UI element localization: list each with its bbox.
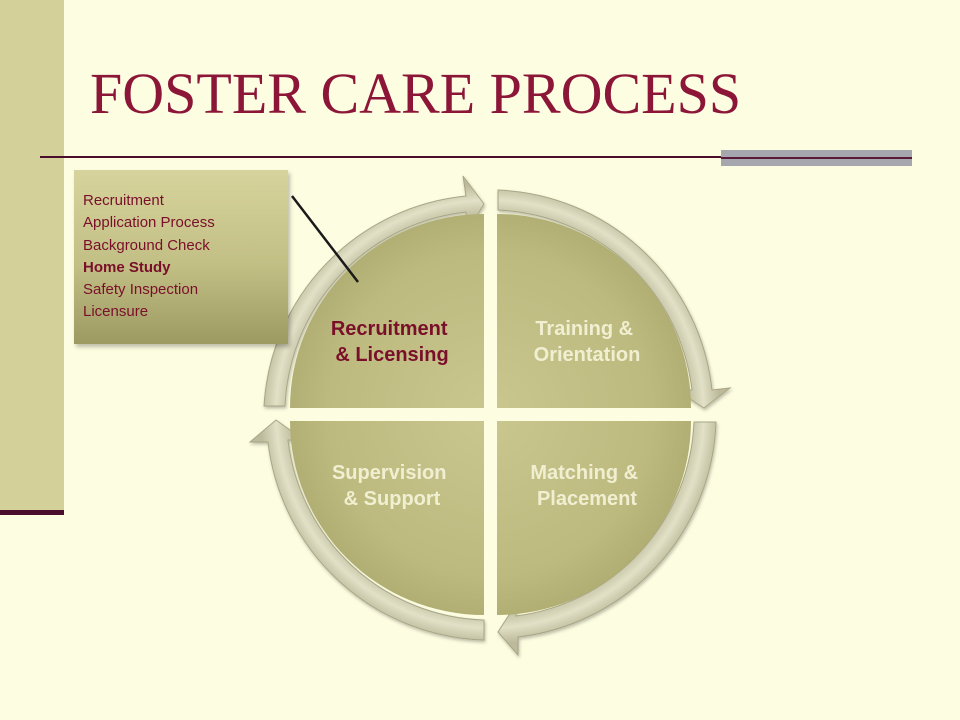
segment-training-orientation: [497, 214, 691, 408]
callout-item: Licensure: [83, 303, 149, 321]
ring-arrow-4: [248, 419, 485, 641]
callout-item: Safety Inspection: [83, 281, 199, 299]
segment-label-3-line-2: Placement: [537, 488, 637, 510]
ring-arrow-3: [497, 421, 717, 657]
segment-label-2-line-2: Orientation: [534, 344, 641, 366]
segment-label-1-line-1: Recruitment: [331, 318, 448, 340]
segment-label-2: Training & Orientation: [534, 318, 641, 366]
segment-recruitment-licensing: [290, 214, 484, 408]
segment-label-4-line-1: Supervision: [332, 462, 446, 484]
callout-item: Background Check: [83, 236, 210, 254]
left-decorative-band: [0, 0, 64, 512]
callout-item: Application Process: [83, 214, 215, 232]
segment-matching-placement: [497, 421, 691, 615]
callout-item-highlighted: Home Study: [83, 258, 171, 276]
ring-arrows: [248, 175, 732, 657]
segment-label-1-line-2: & Licensing: [335, 344, 448, 366]
cycle-segments: [290, 214, 691, 615]
title-accent-line: [721, 157, 912, 159]
callout-item: Recruitment: [83, 192, 164, 209]
segment-label-2-line-1: Training &: [535, 318, 633, 340]
left-band-underline: [0, 510, 64, 515]
segment-label-3-line-1: Matching &: [530, 462, 638, 484]
callout-list: Recruitment Application Process Backgrou…: [83, 190, 288, 324]
segment-label-1: Recruitment & Licensing: [331, 318, 453, 366]
segment-supervision-support: [290, 421, 484, 615]
segment-label-4: Supervision & Support: [332, 462, 452, 510]
slide-title: FOSTER CARE PROCESS: [90, 61, 742, 126]
recruitment-detail-callout: Recruitment Application Process Backgrou…: [74, 170, 288, 344]
segment-label-4-line-2: & Support: [344, 488, 441, 510]
title-rule: [40, 156, 912, 158]
ring-arrow-1: [263, 175, 485, 407]
segment-label-3: Matching & Placement: [530, 462, 643, 510]
ring-arrow-2: [497, 189, 732, 409]
